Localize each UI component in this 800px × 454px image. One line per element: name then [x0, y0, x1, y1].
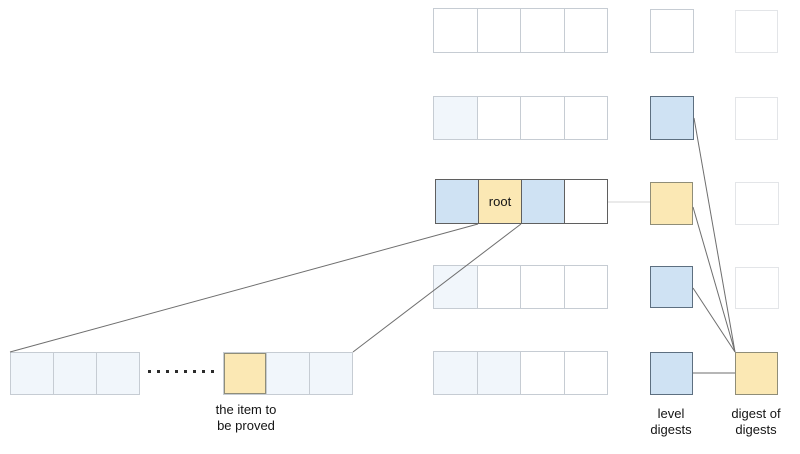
item-row-1-cell — [96, 353, 139, 394]
grid-row-4-cell — [520, 266, 564, 308]
ellipsis-dot — [148, 370, 151, 373]
grid-row-3-cell — [521, 180, 564, 223]
level-digests-label: level digests — [650, 406, 692, 437]
digest-of-digests-cell-3 — [735, 182, 779, 225]
digest-of-digests-cell-4 — [735, 267, 779, 309]
item-row-1-cell — [11, 353, 53, 394]
grid-row-3-cell — [564, 180, 607, 223]
ellipsis-dot — [202, 370, 205, 373]
digest-of-digests-cell-5 — [735, 352, 778, 395]
grid-row-5-cell — [476, 352, 520, 394]
grid-row-5-cell — [434, 352, 477, 394]
grid-row-2-cell — [434, 97, 477, 139]
item-row-2-cell — [266, 353, 309, 394]
grid-row-1-cell — [434, 9, 477, 52]
grid-row-1-cell — [476, 9, 520, 52]
grid-row-1-cell — [563, 9, 607, 52]
grid-row-4-cell — [476, 266, 520, 308]
item-row-2 — [223, 352, 353, 395]
level-digest-cell-3 — [650, 182, 693, 225]
level-digest-cell-2 — [650, 96, 694, 140]
item-row-2-cell — [224, 353, 266, 394]
grid-row-4 — [433, 265, 608, 309]
ellipsis-dot — [166, 370, 169, 373]
grid-row-2-cell — [520, 97, 564, 139]
level-digest-cell-4 — [650, 266, 693, 308]
level-digest-cell-1 — [650, 9, 694, 53]
grid-row-5-cell — [520, 352, 564, 394]
grid-row-2 — [433, 96, 608, 140]
root-label: root — [488, 193, 512, 209]
grid-row-3 — [435, 179, 608, 224]
grid-row-4-cell — [563, 266, 607, 308]
digest-of-digests-label: digest of digests — [731, 406, 781, 437]
grid-row-5 — [433, 351, 608, 395]
ellipsis-dot — [184, 370, 187, 373]
grid-row-5-cell — [563, 352, 607, 394]
grid-row-4-cell — [434, 266, 477, 308]
grid-row-3-cell — [478, 180, 521, 223]
grid-row-1 — [433, 8, 608, 53]
grid-row-3-cell — [436, 180, 478, 223]
digest-of-digests-cell-2 — [735, 97, 778, 140]
ellipsis-dot — [211, 370, 214, 373]
item-row-1 — [10, 352, 140, 395]
ellipsis-dot — [175, 370, 178, 373]
item-row-1-cell — [53, 353, 96, 394]
item-row-2-cell — [309, 353, 352, 394]
ellipsis-dot — [193, 370, 196, 373]
grid-row-2-cell — [476, 97, 520, 139]
grid-row-1-cell — [520, 9, 564, 52]
level-digest-cell-5 — [650, 352, 693, 395]
item-to-be-proved-label: the item to be proved — [215, 402, 277, 433]
grid-row-2-cell — [563, 97, 607, 139]
digest-of-digests-cell-1 — [735, 10, 778, 53]
ellipsis-dot — [157, 370, 160, 373]
